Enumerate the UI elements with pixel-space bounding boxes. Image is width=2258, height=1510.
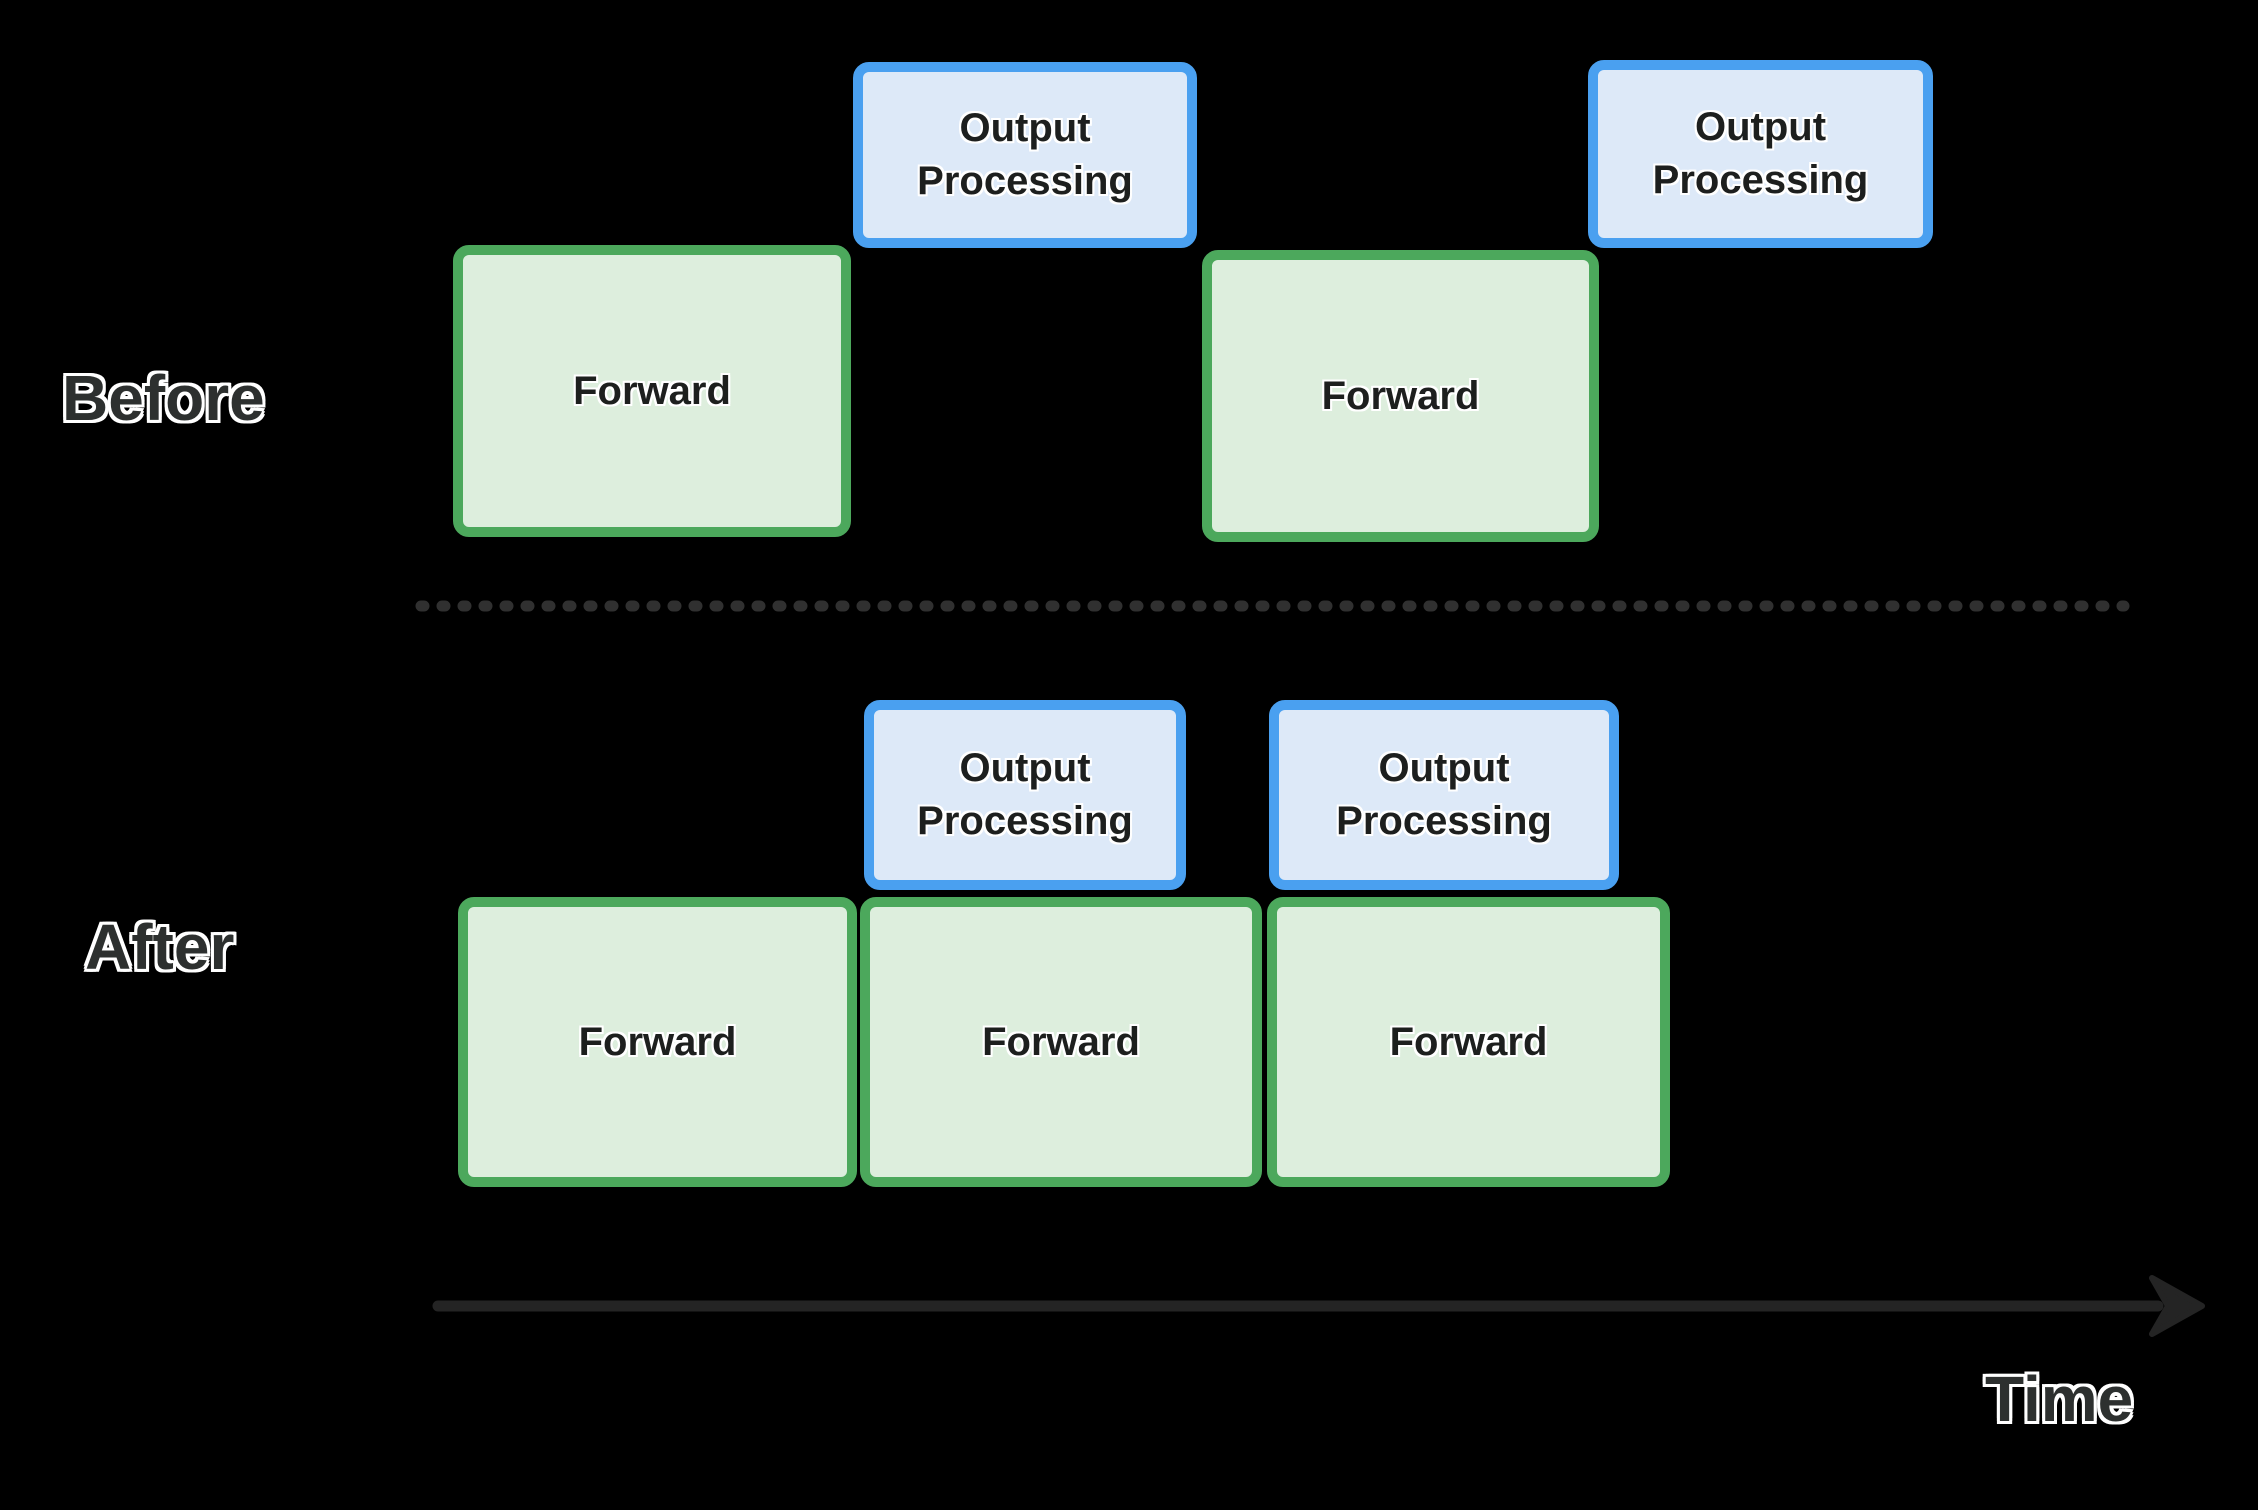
forward-block: Forward — [860, 897, 1262, 1187]
forward-block-label: Forward — [578, 1019, 737, 1064]
output-processing-block-label: Output Processing — [1336, 746, 1552, 843]
before-row-label: Before — [62, 362, 265, 434]
output-processing-block-label: Output Processing — [917, 746, 1133, 843]
output-processing-block: Output Processing — [864, 700, 1186, 890]
time-label: Time — [1985, 1363, 2134, 1435]
forward-block: Forward — [453, 245, 851, 537]
forward-block: Forward — [1267, 897, 1670, 1187]
forward-block: Forward — [458, 897, 857, 1187]
forward-block-label: Forward — [1389, 1019, 1548, 1064]
forward-block: Forward — [1202, 250, 1599, 542]
after-row-label: After — [85, 911, 235, 983]
forward-block-label: Forward — [1321, 373, 1480, 418]
output-processing-block: Output Processing — [1269, 700, 1619, 890]
forward-block-label: Forward — [573, 368, 731, 413]
output-processing-block: Output Processing — [1588, 60, 1933, 248]
output-processing-block-label: Output Processing — [917, 106, 1133, 203]
output-processing-block-label: Output Processing — [1652, 105, 1869, 202]
output-processing-block: Output Processing — [853, 62, 1197, 248]
forward-block-label: Forward — [982, 1019, 1140, 1064]
